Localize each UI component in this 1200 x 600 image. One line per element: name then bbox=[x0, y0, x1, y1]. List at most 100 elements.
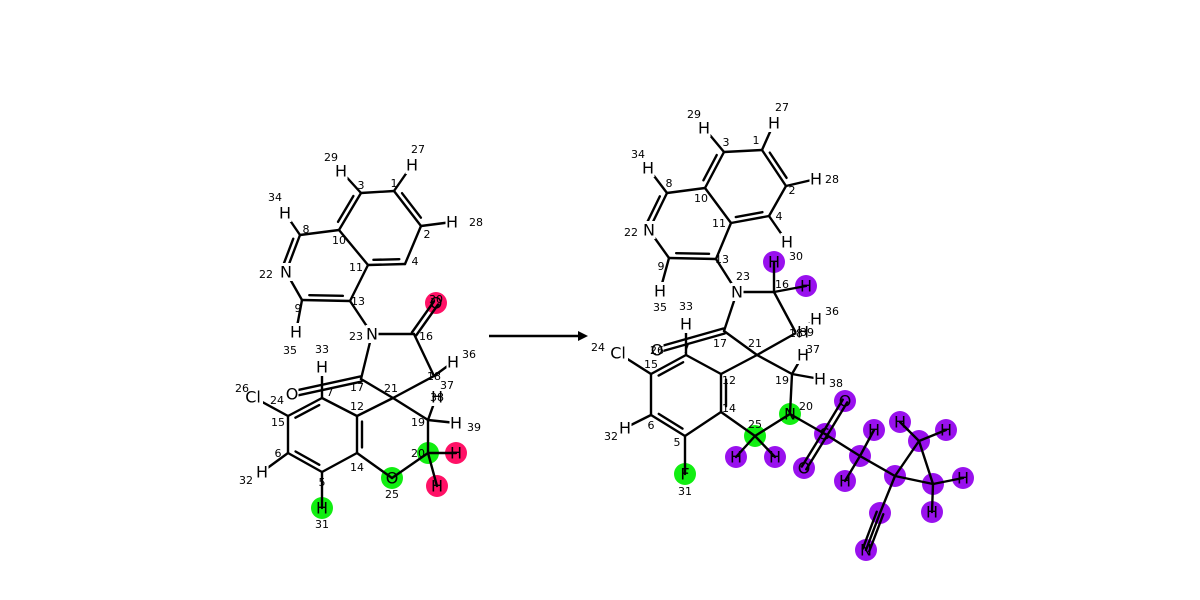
product-atom-n20: N bbox=[784, 405, 796, 424]
reactant-index-n23: 23 bbox=[349, 330, 363, 343]
product-bond-a11-a4-a bbox=[729, 214, 771, 225]
product-bond-a8-n22-b bbox=[646, 195, 662, 224]
product-atom-bg-n23 bbox=[730, 283, 744, 301]
reactant-index-cl24: 24 bbox=[270, 394, 284, 407]
reactant-bond-a21-a19 bbox=[391, 396, 430, 422]
product-index-a17: 17 bbox=[713, 337, 727, 350]
reactant-bond-a5-a6-b bbox=[294, 450, 321, 466]
reactant-index-a12: 12 bbox=[350, 400, 364, 413]
reactant-bond-a17-o26-a bbox=[290, 375, 362, 393]
product-atom-n23: N bbox=[731, 283, 743, 302]
reactant-atom-h28: H bbox=[446, 213, 458, 232]
product-atom-h25a: H bbox=[730, 448, 742, 467]
product-bond-cn-nn-c bbox=[868, 513, 885, 553]
reactant-index-h37: 37 bbox=[440, 379, 454, 392]
reactant-atom-h39: H bbox=[450, 414, 462, 433]
product-atom-bg-h27 bbox=[767, 114, 781, 132]
product-bond-n20-c25 bbox=[753, 412, 792, 438]
reactant-index-h32: 32 bbox=[239, 474, 253, 487]
product-bond-a16-h16b bbox=[772, 284, 808, 294]
product-atom-os1: O bbox=[839, 392, 852, 411]
product-atom-h27: H bbox=[768, 114, 780, 133]
reactant-atom-n22: N bbox=[280, 263, 292, 282]
product-atom-hm2: H bbox=[839, 472, 851, 491]
product-bond-cm-hm1 bbox=[858, 428, 876, 458]
reactant-bond-a1-a3 bbox=[359, 189, 396, 195]
product-index-cl24: 24 bbox=[591, 341, 605, 354]
product-bond-a12-a7 bbox=[684, 353, 723, 376]
reactant-bond-a1-a2-a bbox=[392, 189, 423, 228]
reactant-index-a18: 18 bbox=[427, 370, 441, 383]
product-bond-a3-a10-b bbox=[702, 153, 718, 182]
product-bond-a13-a11 bbox=[714, 221, 733, 261]
product-atom-bg-h29 bbox=[697, 119, 711, 137]
reactant-bond-a3-a10-b bbox=[336, 194, 355, 224]
reactant-bond-a20-o25 bbox=[390, 451, 430, 480]
reactant-atom-bg-h34 bbox=[278, 204, 292, 222]
product-atom-h34: H bbox=[642, 159, 654, 178]
reactant-index-h34: 34 bbox=[268, 191, 282, 204]
reactant-atom-h33: H bbox=[316, 358, 328, 377]
product-index-a9: 9 bbox=[658, 260, 665, 273]
product-index-a15: 15 bbox=[644, 358, 658, 371]
product-index-a4: 4 bbox=[776, 210, 783, 223]
reactant-index-a19: 19 bbox=[411, 416, 425, 429]
product-atom-os2: O bbox=[798, 459, 811, 478]
reactant-bond-a1-a2-b bbox=[400, 191, 423, 219]
product-index-a13: 13 bbox=[715, 253, 729, 266]
product-bond-a19-n20 bbox=[788, 372, 794, 416]
reaction-arrow bbox=[489, 331, 588, 341]
product-atom-bg-h4 bbox=[780, 233, 794, 251]
product-index-n20: 20 bbox=[799, 400, 813, 413]
reactant-bonds bbox=[251, 163, 458, 510]
product-atom-nn: N bbox=[860, 541, 872, 560]
reactant-atom-bg-o26 bbox=[285, 385, 299, 403]
product-bond-cp1-hp2 bbox=[917, 428, 948, 443]
reactant-index-a7: 7 bbox=[327, 386, 334, 399]
product-bond-a1-a2-a bbox=[760, 148, 788, 188]
reactant-bond-a12-a7 bbox=[320, 396, 359, 418]
product-index-o26: 26 bbox=[650, 344, 664, 357]
product-index-n23: 23 bbox=[736, 270, 750, 283]
product-atom-h29: H bbox=[698, 119, 710, 138]
product-bond-a17-a21 bbox=[722, 329, 759, 357]
product-atom-o26: O bbox=[651, 341, 664, 360]
reactant-atom-h32: H bbox=[256, 463, 268, 482]
product-atom-bg-n22 bbox=[642, 221, 656, 239]
product-bond-cm-cq bbox=[858, 454, 897, 478]
reactant-atom-bg-h35 bbox=[289, 323, 303, 341]
product-bond-a21-a12 bbox=[719, 353, 759, 376]
product-atom-hm1: H bbox=[868, 421, 880, 440]
reactant-bond-a13-a11 bbox=[348, 263, 370, 303]
reactant-bond-a15-a7-a bbox=[286, 396, 324, 418]
reactant-highlight-o30 bbox=[425, 292, 447, 314]
reactant-atom-h31: H bbox=[316, 499, 328, 518]
reactant-bond-a3-a10-a bbox=[337, 191, 363, 232]
product-bond-a11-a4-b bbox=[734, 210, 764, 219]
product-atom-h36: H bbox=[810, 310, 822, 329]
reactant-index-a11: 11 bbox=[349, 261, 363, 274]
product-index-a14: 14 bbox=[722, 402, 736, 415]
reactant-bond-a18-a21 bbox=[391, 374, 436, 400]
product-index-c25: 25 bbox=[748, 418, 762, 431]
product-bonds bbox=[616, 121, 965, 553]
reactant-index-a17: 17 bbox=[350, 381, 364, 394]
product-bond-a17-o26-a bbox=[655, 327, 725, 349]
product-index-n22: 22 bbox=[624, 226, 638, 239]
reactant-index-a15: 15 bbox=[271, 416, 285, 429]
product-index-a3: 3 bbox=[723, 136, 730, 149]
product-index-a2: 2 bbox=[789, 184, 796, 197]
product-atom-hp3: H bbox=[957, 469, 969, 488]
reactant-bond-a11-a4-a bbox=[366, 262, 407, 267]
reactant-bond-a10-a11 bbox=[337, 228, 370, 267]
reactant-atom-bg-h33 bbox=[315, 358, 329, 376]
product-index-h36: 36 bbox=[825, 305, 839, 318]
reactant-atom-indices: 1234567891011121314151617181920212223242… bbox=[235, 143, 483, 531]
reactant-bond-o25-a14 bbox=[355, 451, 394, 480]
product-atom-indices: 1234567891011121314151617181921202223242… bbox=[591, 101, 843, 498]
product-bond-cp1-cp2 bbox=[917, 439, 935, 486]
reactant-atom-bg-h36 bbox=[446, 353, 460, 371]
reactant-atom-h35: H bbox=[290, 323, 302, 342]
reactant-bond-a9-a13-b bbox=[308, 293, 345, 298]
